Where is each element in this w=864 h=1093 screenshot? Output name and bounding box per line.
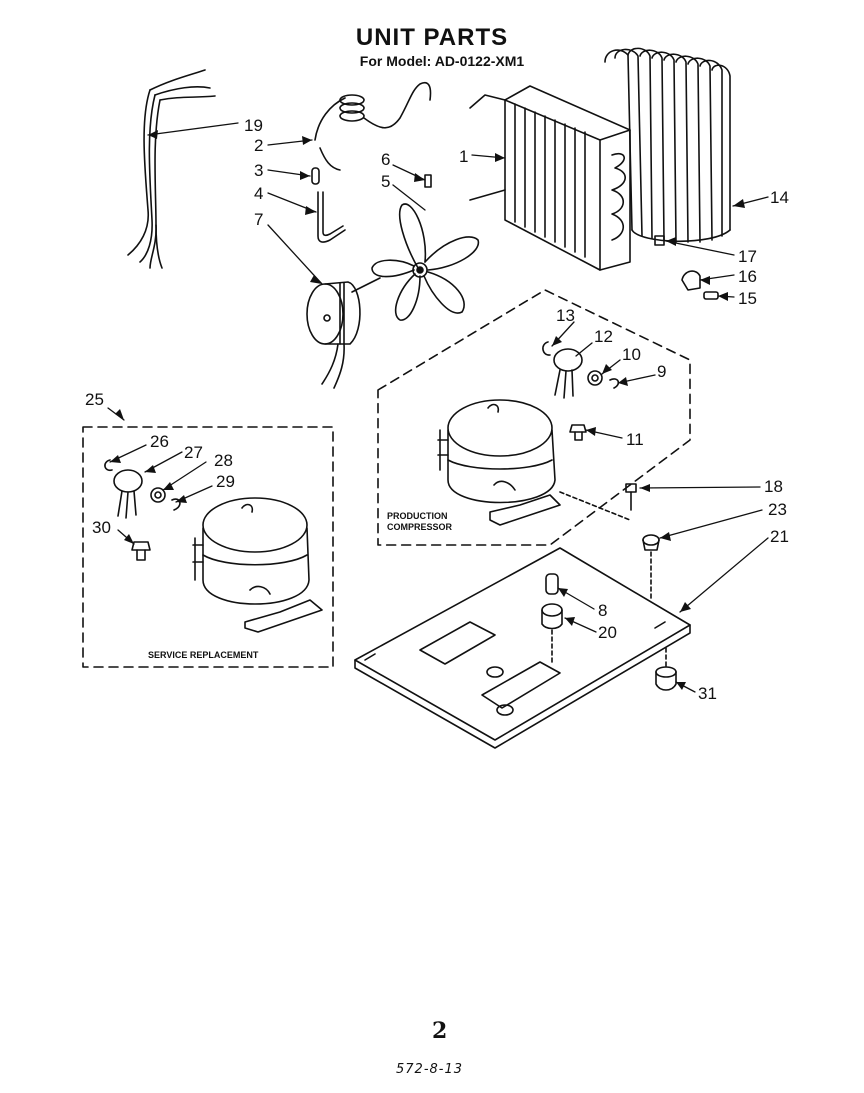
callout-10: 10: [622, 345, 641, 364]
model-subtitle: For Model: AD-0122-XM1: [359, 53, 525, 69]
tube-part-4: [317, 191, 346, 243]
production-compressor-label-line2: COMPRESSOR: [387, 522, 453, 532]
fan-blade-part-5: [371, 203, 480, 321]
callout-5: 5: [381, 172, 390, 191]
grommet-part-11: [569, 424, 587, 441]
callout-20: 20: [598, 623, 617, 642]
arrowheads: [110, 130, 745, 690]
callout-12: 12: [594, 327, 613, 346]
clip-part-26: [104, 459, 113, 472]
callout-26: 26: [150, 432, 169, 451]
grommet-part-30: [131, 541, 151, 561]
callout-7: 7: [254, 210, 263, 229]
callout-14: 14: [770, 188, 789, 207]
clip-part-9: [609, 378, 620, 389]
callout-numbers: 19 2 3 4 6 5 7 1 14 17 16 15 13 12 10 9 …: [85, 116, 789, 703]
page-number: 2: [432, 1018, 448, 1044]
callout-17: 17: [738, 247, 757, 266]
callout-15: 15: [738, 289, 757, 308]
relay-part-28: [150, 487, 166, 503]
callout-30: 30: [92, 518, 111, 537]
relay-part-10: [587, 370, 603, 386]
bolt-part-18: [625, 483, 637, 511]
callout-3: 3: [254, 161, 263, 180]
callout-16: 16: [738, 267, 757, 286]
callout-25: 25: [85, 390, 104, 409]
callout-2: 2: [254, 136, 263, 155]
fan-motor-part-7: [306, 277, 381, 389]
foot-part-31: [655, 647, 677, 691]
clip-part-17: [654, 235, 665, 246]
condenser-part-1: [469, 85, 631, 271]
grommet-part-23: [642, 534, 660, 601]
drier-part-3: [311, 167, 320, 185]
base-pan-part-21: [354, 547, 691, 749]
service-compressor: [192, 497, 323, 633]
callout-6: 6: [381, 150, 390, 169]
callout-11: 11: [626, 430, 644, 449]
service-replacement-box: [82, 426, 334, 668]
capillary-tube-part-2: [314, 81, 432, 171]
callout-8: 8: [598, 601, 607, 620]
callout-31: 31: [698, 684, 717, 703]
bracket-part-16: [681, 270, 701, 291]
leader-lines: [107, 122, 769, 693]
callout-27: 27: [184, 443, 203, 462]
spacer-part-8: [545, 573, 559, 595]
overload-part-12: [553, 348, 583, 399]
production-compressor: [437, 399, 561, 526]
callout-19: 19: [244, 116, 263, 135]
callout-21: 21: [770, 527, 789, 546]
wire-harness-part-19: [127, 69, 216, 269]
page-title: UNIT PARTS: [355, 24, 509, 51]
screw-part-6: [424, 174, 432, 188]
evaporator-coil-part-14: [604, 47, 731, 243]
grommet-part-20: [541, 603, 563, 666]
callout-1: 1: [459, 147, 468, 166]
overload-part-27: [113, 469, 143, 519]
callout-29: 29: [216, 472, 235, 491]
production-compressor-box: [377, 289, 691, 546]
callout-13: 13: [556, 306, 575, 325]
callout-9: 9: [657, 362, 666, 381]
service-replacement-label: SERVICE REPLACEMENT: [148, 650, 259, 660]
document-code: 572-8-13: [396, 1062, 464, 1077]
callout-23: 23: [768, 500, 787, 519]
production-compressor-label-line1: PRODUCTION: [387, 511, 448, 521]
clip-part-13: [542, 341, 551, 356]
screw-part-15: [703, 291, 719, 300]
callout-4: 4: [254, 184, 263, 203]
callout-28: 28: [214, 451, 233, 470]
callout-18: 18: [764, 477, 783, 496]
